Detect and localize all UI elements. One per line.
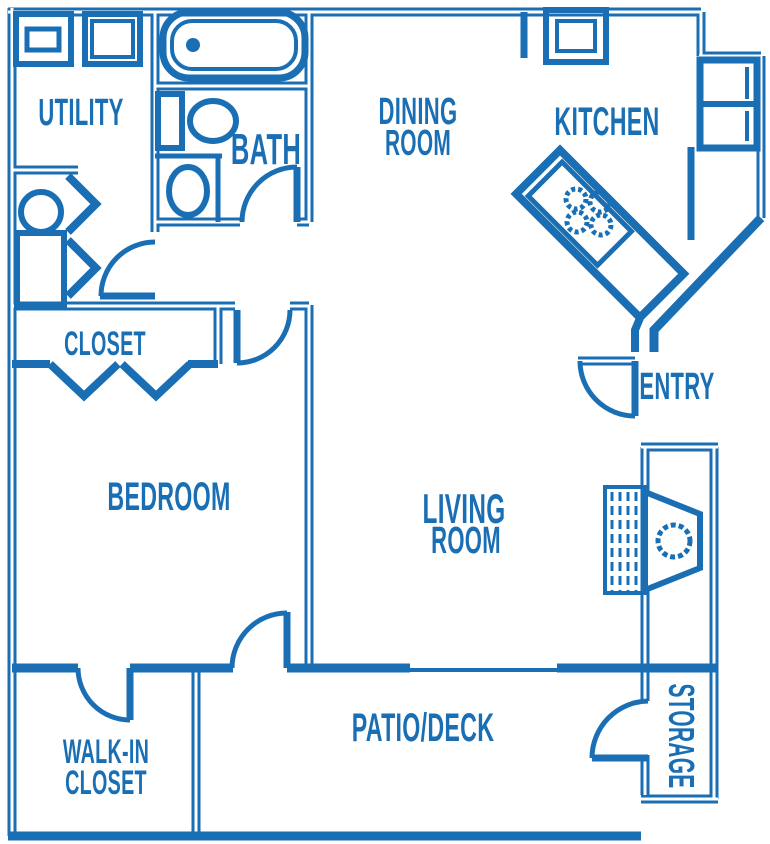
angled-exterior-wall: [649, 214, 765, 352]
room-label-kitchen: KITCHEN: [554, 100, 660, 144]
bath-door: [239, 164, 301, 223]
vanity-sink-icon: [155, 153, 222, 222]
room-label-dining-line2: ROOM: [384, 122, 452, 163]
room-label-utility: UTILITY: [38, 92, 124, 134]
entry-door: [577, 360, 639, 419]
water-heater-bifold-doors-icon: [65, 173, 102, 299]
fireplace-icon: [603, 485, 703, 595]
room-label-walkin-line2: CLOSET: [65, 764, 147, 802]
room-label-storage: STORAGE: [661, 683, 702, 789]
bathtub-icon: [159, 8, 309, 82]
toilet-icon: [155, 91, 239, 151]
room-label-living-line2: ROOM: [431, 520, 501, 562]
kitchen-counter: [510, 144, 695, 352]
room-label-entry: ENTRY: [639, 366, 715, 408]
walkin-closet-door: [75, 667, 134, 723]
room-label-bedroom: BEDROOM: [107, 475, 231, 519]
room-label-closet: CLOSET: [64, 325, 146, 363]
bedroom-patio-door: [229, 610, 291, 669]
dryer-icon: [82, 11, 143, 67]
water-heater-icon: [14, 189, 67, 308]
room-label-patio-deck: PATIO/DECK: [351, 706, 495, 750]
closet-bifold-doors-icon: [47, 361, 193, 402]
bedroom-door: [233, 309, 293, 366]
room-label-living-line1: LIVING: [422, 485, 506, 532]
walls: [7, 7, 766, 841]
room-label-bath: BATH: [230, 125, 302, 174]
storage-door: [589, 698, 649, 762]
room-label-dining-line1: DINING: [378, 91, 458, 133]
room-label-walkin-line1: WALK-IN: [62, 733, 150, 771]
pantry-cabinet-icon: [520, 7, 609, 65]
washer-icon: [13, 11, 74, 67]
hall-door: [98, 239, 156, 300]
range-cooktop-icon: [563, 186, 614, 238]
refrigerator-icon: [696, 56, 761, 152]
